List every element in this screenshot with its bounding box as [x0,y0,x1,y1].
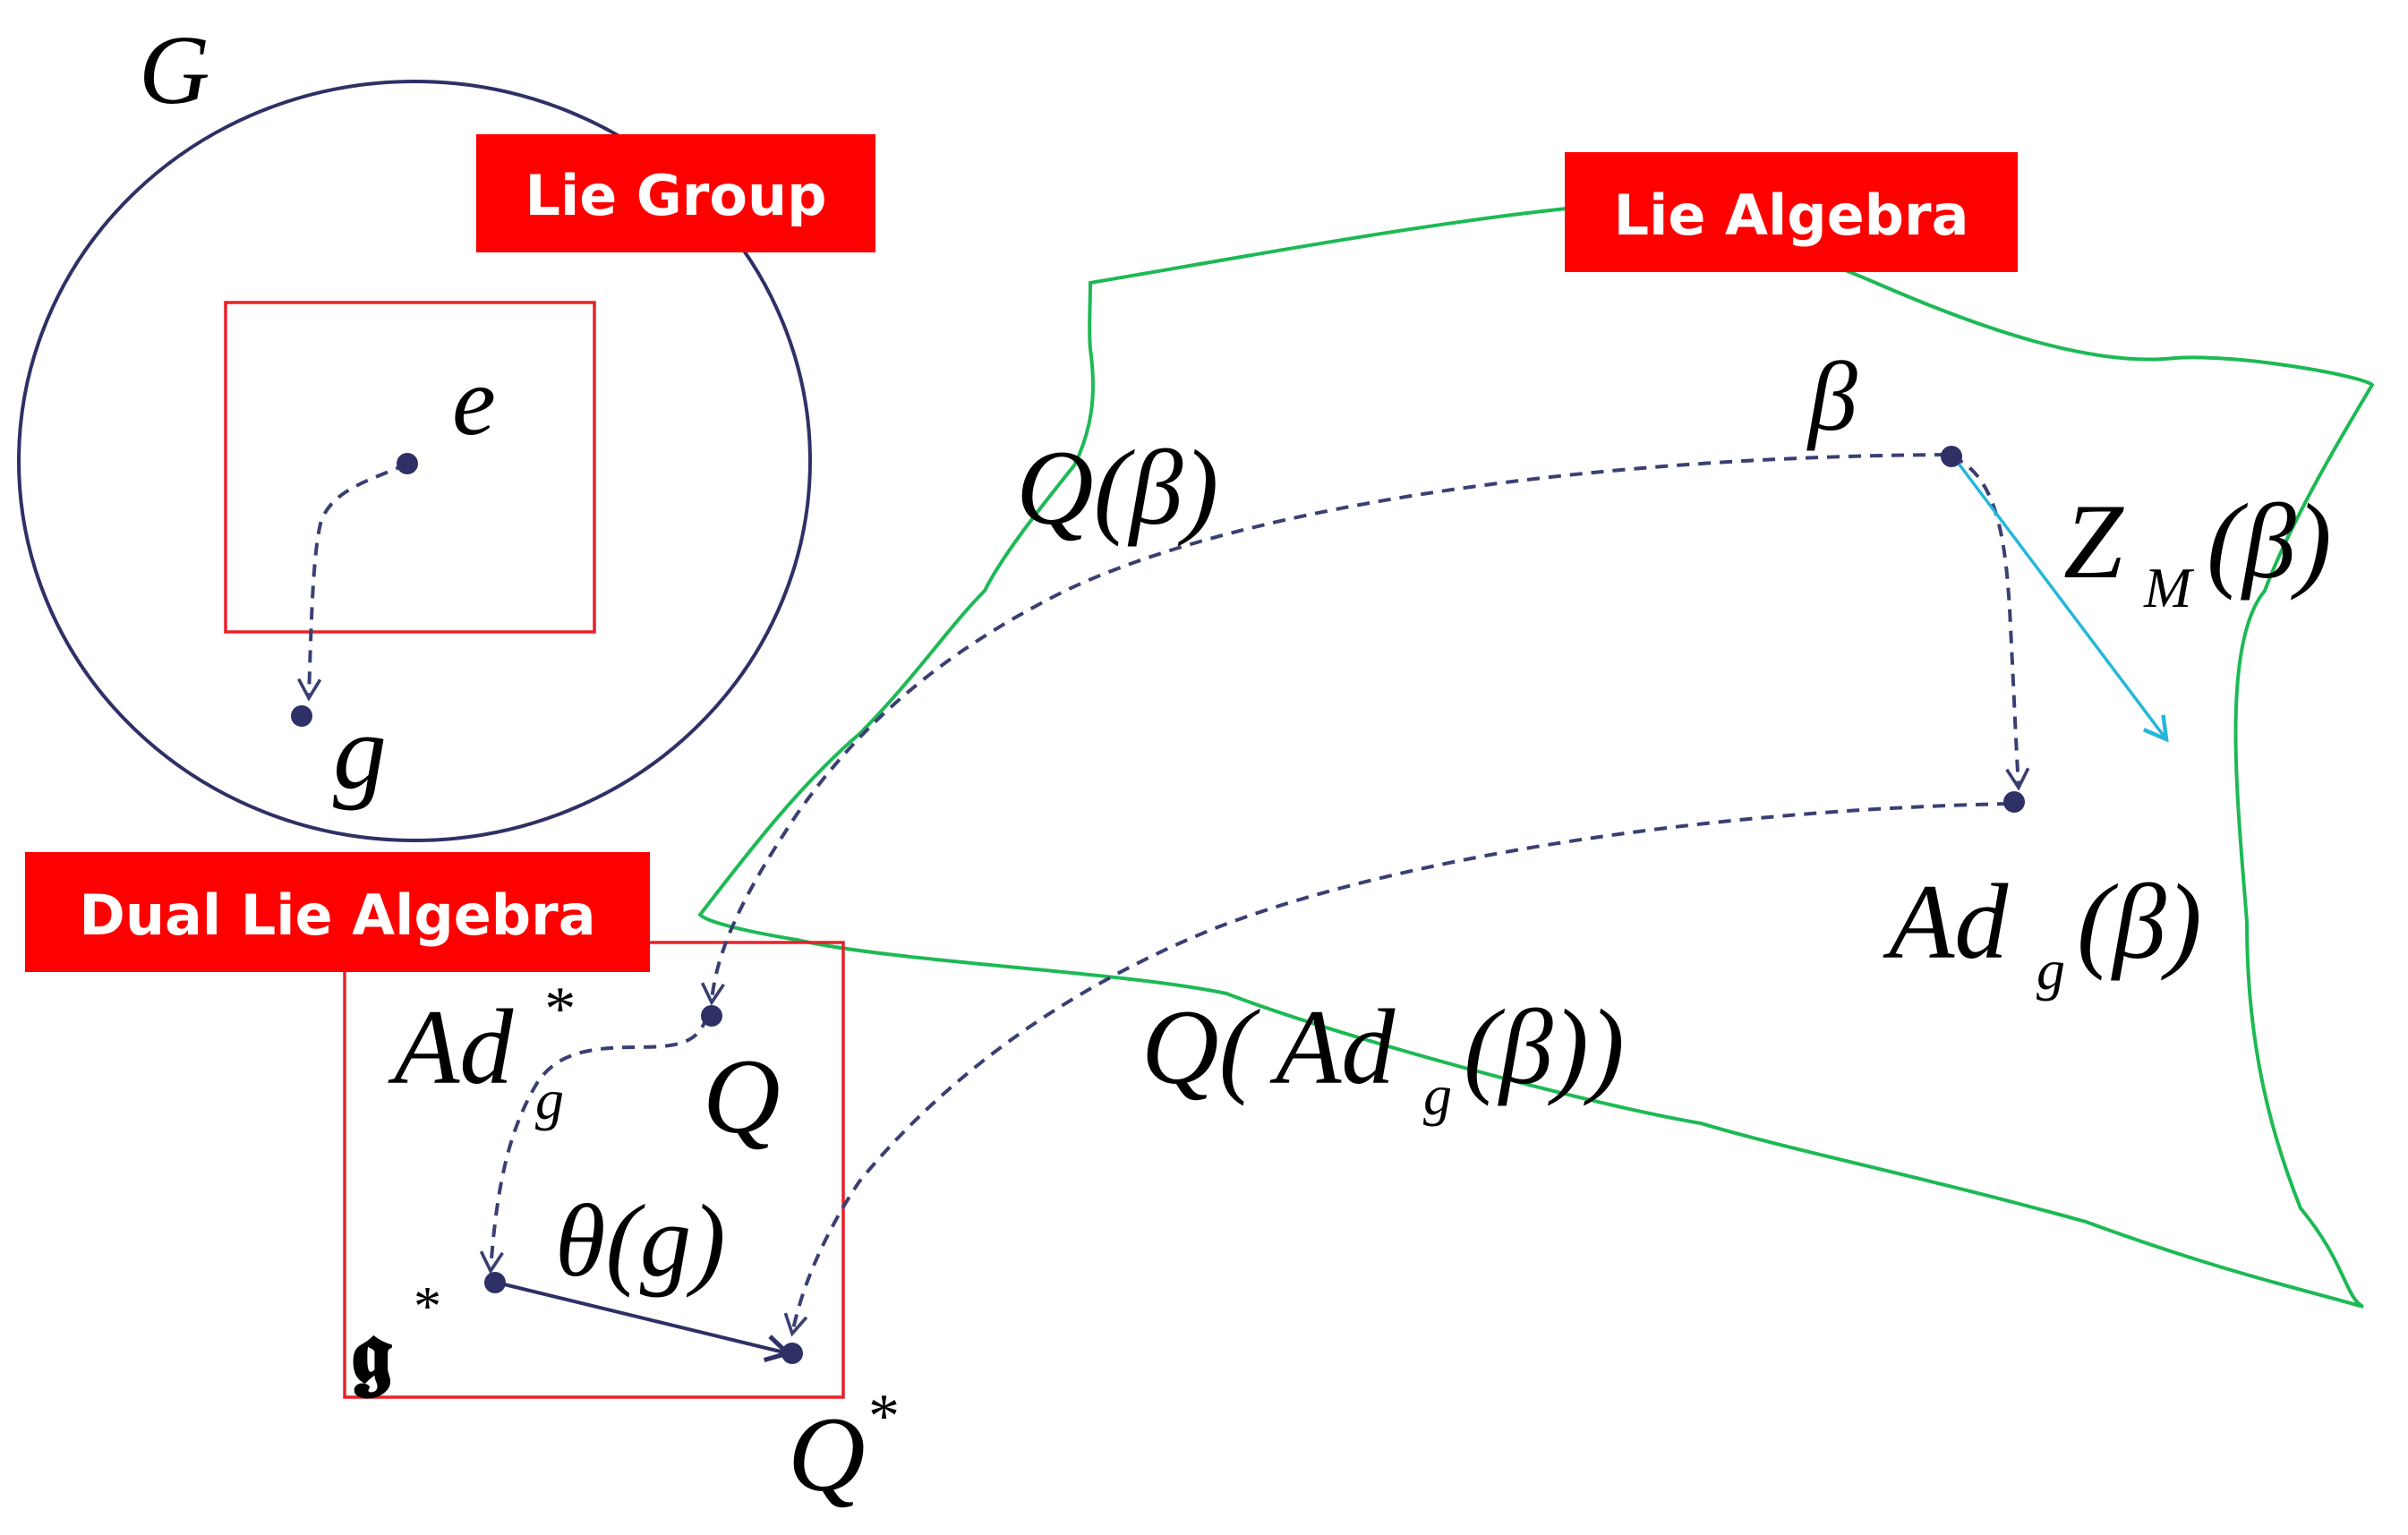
Ad-argument: (β) [2077,862,2202,981]
Q-Ad-open: Q( [1141,987,1261,1106]
dual-space-symbol: 𝖌 [351,1299,392,1404]
Ad-star-superscript: * [542,975,573,1044]
Ad-star-subscript: g [535,1068,564,1131]
dual-origin-point [484,1272,506,1293]
Ad-subscript: g [2037,938,2065,1002]
moment-map-adjoint-dashed-arrow [783,802,2011,1337]
Z-argument: (β) [2207,482,2332,601]
identity-neighborhood-box [224,301,596,634]
Z-subscript: M [2143,556,2195,619]
identity-label-e: e [452,346,496,456]
element-label-g: g [333,692,387,811]
adjoint-beta-label: Ad g (β) [1883,862,2202,1002]
lie-group-badge: Lie Group [476,134,875,252]
group-label-G: G [139,15,209,124]
dual-lie-algebra-badge-label: Dual Lie Algebra [79,883,595,948]
identity-point [397,453,418,474]
dual-space-label: 𝖌 * [351,1276,441,1404]
adjoint-beta-point [2003,791,2025,813]
Q-label: Q [703,1036,781,1156]
Q-Ad-subscript: g [1423,1063,1452,1127]
Q-Ad-symbol: Ad [1269,987,1396,1106]
Ad-symbol: Ad [1883,862,2009,981]
Q-star-point [781,1343,803,1364]
adjoint-dashed-arrow [1951,455,2030,791]
lie-algebra-surface-outline [697,205,2375,1309]
lie-group-badge-label: Lie Group [525,163,827,228]
fundamental-vector-field-arrow [1951,455,2169,743]
moment-map-beta-dashed-arrow [700,453,1948,1006]
dual-space-superscript: * [414,1276,441,1337]
beta-label: β [1806,342,1857,451]
fundamental-vector-field-label: Z M (β) [2063,482,2332,619]
moment-map-adjoint-label: Q( Ad g (β)) [1141,987,1625,1127]
lie-algebra-badge: Lie Algebra [1565,152,2018,272]
group-element-point [291,705,312,727]
beta-point [1941,446,1962,467]
theta-label: θ(g) [555,1184,726,1298]
dual-lie-algebra-badge: Dual Lie Algebra [25,852,650,972]
lie-algebra-badge-label: Lie Algebra [1614,183,1969,248]
Q-star-superscript: * [868,1382,900,1451]
Q-star-label: Q * [788,1382,900,1514]
Q-star-symbol: Q [788,1394,866,1514]
coadjoint-label: Ad * g [388,975,573,1131]
cocycle-theta-arrow [496,1281,792,1363]
moment-map-beta-label: Q(β) [1016,428,1218,547]
Ad-star-symbol: Ad [388,987,514,1106]
Q-Ad-argument: (β)) [1464,987,1625,1106]
lie-group-circle [17,80,812,842]
Z-symbol: Z [2063,482,2124,601]
Q-point [701,1005,722,1027]
exp-path-e-to-g [297,462,408,702]
